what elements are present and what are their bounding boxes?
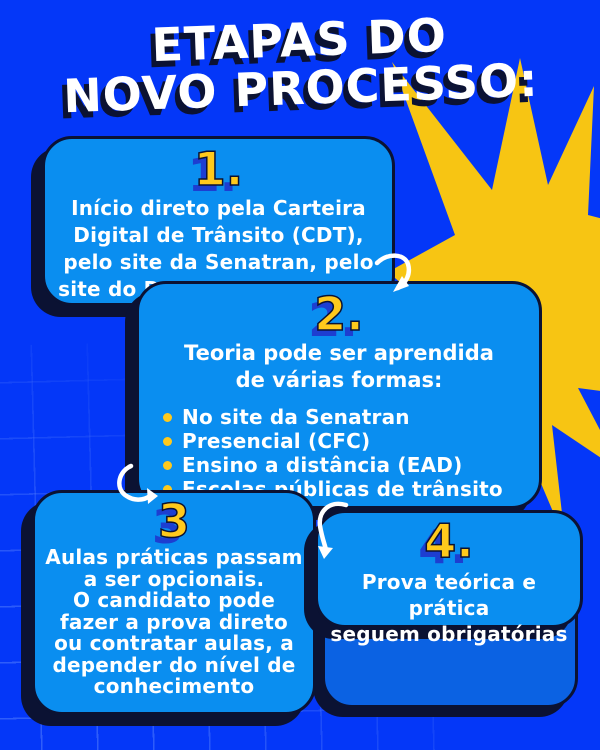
step-card-2: 2. Teoria pode ser aprendida de várias f… xyxy=(136,281,542,509)
step-2-number: 2. xyxy=(314,287,365,341)
list-item: No site da Senatran xyxy=(163,406,529,428)
step-4-text: Prova teórica e prática seguem obrigatór… xyxy=(330,570,568,646)
bullet-dot-icon xyxy=(163,412,172,422)
bullet-dot-icon xyxy=(163,436,172,446)
step-2-heading: Teoria pode ser aprendida de várias form… xyxy=(184,341,494,392)
bullet-text: No site da Senatran xyxy=(182,405,410,429)
bullet-text: Presencial (CFC) xyxy=(182,429,371,453)
step-card-1: 1. Início direto pela Carteira Digital d… xyxy=(42,136,395,306)
bullet-dot-icon xyxy=(163,484,172,494)
list-item: Ensino a distância (EAD) xyxy=(163,454,529,476)
step-1-number: 1. xyxy=(193,142,244,196)
list-item: Presencial (CFC) xyxy=(163,430,529,452)
step-card-3: 3 Aulas práticas passam a ser opcionais.… xyxy=(32,490,316,715)
step-2-bullet-list: No site da Senatran Presencial (CFC) Ens… xyxy=(149,406,529,500)
step-card-4: 4. Prova teórica e prática seguem obriga… xyxy=(315,510,583,646)
bullet-dot-icon xyxy=(163,460,172,470)
step-3-number: 3 xyxy=(157,494,191,548)
step-4-number: 4. xyxy=(424,514,475,568)
step-3-text: Aulas práticas passam a ser opcionais. O… xyxy=(45,545,303,698)
bullet-text: Ensino a distância (EAD) xyxy=(182,453,463,477)
page-title: ETAPAS DO NOVO PROCESSO: xyxy=(0,6,600,123)
